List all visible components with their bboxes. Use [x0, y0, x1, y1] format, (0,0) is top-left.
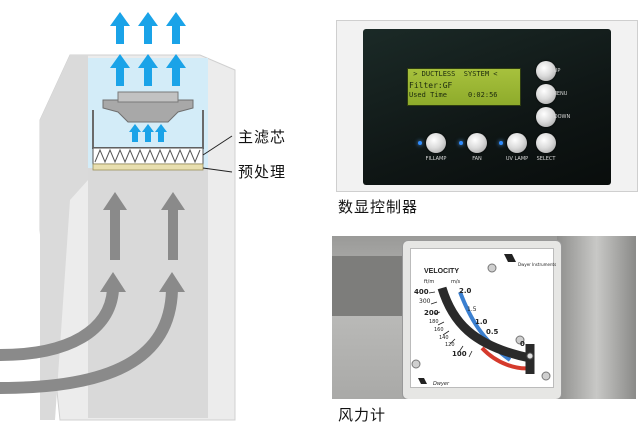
scale-left-100: 100 [452, 350, 467, 358]
fan-button-label: FAN [472, 156, 482, 162]
controller-face [363, 29, 611, 185]
scale-left-160: 160 [434, 327, 444, 333]
scale-left-300: 300 [419, 298, 431, 305]
lcd-line-3: Used Time 0:02:56 [409, 91, 498, 99]
prefilter-leader [202, 167, 233, 173]
background-rail [332, 256, 402, 316]
scale-right-0-5: 0.5 [486, 328, 499, 336]
fan-button[interactable] [467, 133, 487, 153]
controller-panel: > DUCTLESS SYSTEM < Filter:GF Used Time … [336, 20, 638, 192]
background-frame [557, 236, 636, 399]
fan-indicator [459, 141, 463, 145]
meter-dial [411, 254, 551, 384]
meter-units-left: ft/m [424, 279, 435, 285]
scale-left-120: 120 [445, 342, 455, 348]
up-button-label: UP [553, 68, 561, 74]
scale-right-2-0: 2.0 [459, 287, 472, 295]
lcd-line-1: > DUCTLESS SYSTEM < [409, 70, 498, 78]
main-filter-pleats [94, 148, 201, 164]
meter-caption: 风力计 [338, 406, 387, 424]
intake-arrows [103, 192, 185, 260]
gauge-ball [526, 352, 534, 360]
scale-left-400: 400 [414, 288, 429, 296]
cabinet-front-panel [40, 55, 88, 420]
scale-left-140: 140 [439, 335, 449, 341]
scale-left-180: 180 [429, 319, 439, 325]
meter-brand-bottom: Dwyer [433, 381, 450, 387]
meter-title: VELOCITY [424, 268, 460, 275]
scale-left-200: 200 [424, 309, 439, 317]
fume-hood-diagram [0, 12, 236, 421]
screw-icon [541, 371, 551, 381]
controller-caption: 数显控制器 [338, 198, 419, 216]
fillamp-indicator [418, 141, 422, 145]
dwyer-logo-icon [504, 254, 516, 262]
screw-icon [411, 359, 421, 369]
menu-button-label: MENU [552, 91, 568, 97]
select-button-label: SELECT [536, 156, 556, 162]
blower-icon [102, 99, 194, 123]
blower-top [117, 91, 179, 103]
gauge-tube [437, 286, 531, 363]
scale-right-0: 0 [520, 340, 525, 348]
fillamp-button-label: FILLAMP [425, 156, 447, 162]
intake-curve-arrows [0, 289, 178, 394]
up-button[interactable] [536, 61, 556, 81]
gauge-ticks [428, 291, 473, 358]
menu-button[interactable] [536, 84, 556, 104]
screw-icon [515, 335, 525, 345]
meter-brand-top: Dwyer Instruments [518, 262, 557, 267]
down-button[interactable] [536, 107, 556, 127]
uv-lamp-button[interactable] [507, 133, 527, 153]
fillamp-button[interactable] [426, 133, 446, 153]
prefilter-strip [92, 163, 204, 171]
lcd-display [407, 68, 521, 106]
down-button-label: DOWN [553, 114, 571, 120]
meter-units-right: m/s [451, 279, 461, 285]
scale-right-1-5: 1.5 [467, 306, 477, 313]
dwyer-logo-bottom-icon [418, 378, 427, 384]
prefilter-label: 预处理 [238, 163, 287, 181]
uv-lamp-indicator [499, 141, 503, 145]
main-filter-leader [202, 135, 233, 156]
scale-right-1-0: 1.0 [475, 318, 488, 326]
meter-photo [332, 236, 636, 399]
lcd-line-2: Filter:GF [409, 81, 453, 90]
screw-icon [487, 263, 497, 273]
select-button[interactable] [536, 133, 556, 153]
main-filter-label: 主滤芯 [238, 128, 287, 146]
uv-lamp-button-label: UV LAMP [505, 156, 529, 162]
exhaust-arrows [110, 12, 186, 142]
